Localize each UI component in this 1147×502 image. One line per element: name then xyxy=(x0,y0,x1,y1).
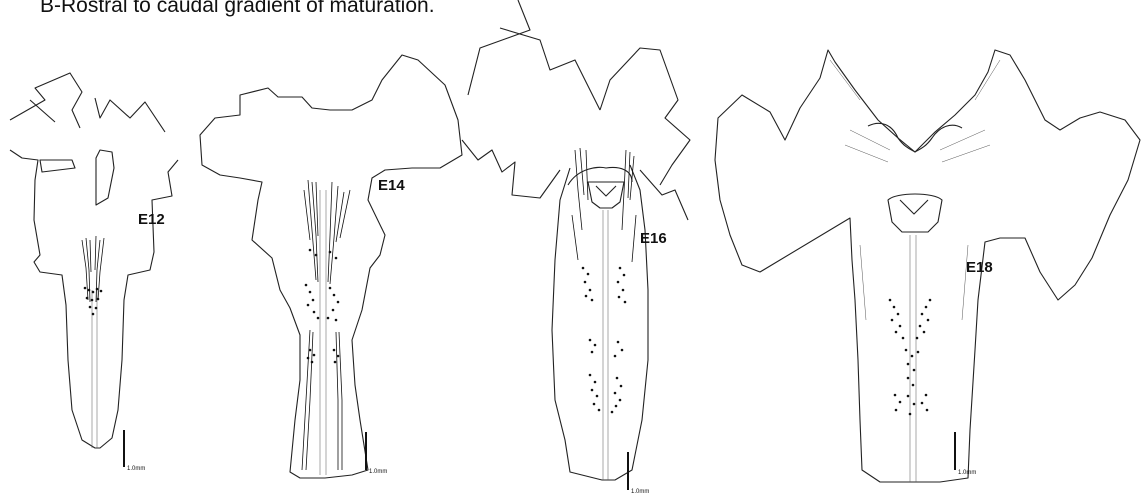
e18-outline xyxy=(715,50,1140,482)
e14-scale-label: 1.0mm xyxy=(369,469,387,475)
e12-scale-label: 1.0mm xyxy=(127,466,145,472)
panel-e14: E14 1.0mm xyxy=(200,55,462,478)
e18-stage-label: E18 xyxy=(966,259,993,276)
e18-scale-label: 1.0mm xyxy=(958,470,976,476)
panel-e18: E18 1.0mm xyxy=(715,50,1140,482)
figure-caption: B-Rostral to caudal gradient of maturati… xyxy=(40,0,435,18)
e12-upper-outline xyxy=(10,73,165,132)
e16-body-outline xyxy=(552,165,648,480)
e16-stage-label: E16 xyxy=(640,230,667,247)
e18-ventricle xyxy=(888,194,942,232)
e18-midline xyxy=(910,235,916,482)
e18-colliculi xyxy=(868,123,962,152)
e18-radial-fibers xyxy=(830,60,1000,320)
e12-stage-label: E12 xyxy=(138,211,165,228)
e12-neuron-dots xyxy=(84,287,103,316)
e14-neuron-dots xyxy=(305,249,340,364)
e14-midline xyxy=(320,190,326,475)
panel-e12: E12 1.0mm xyxy=(10,73,178,472)
e16-midline xyxy=(603,210,608,480)
e16-upper-outline xyxy=(462,0,690,220)
e12-body-outline xyxy=(10,150,178,448)
e16-scale-label: 1.0mm xyxy=(631,489,649,495)
e16-ventricle xyxy=(588,182,624,208)
e14-outline xyxy=(200,55,462,478)
panel-e16: E16 1.0mm xyxy=(462,0,690,495)
e14-stage-label: E14 xyxy=(378,177,405,194)
e16-fiber-bundle xyxy=(572,148,636,262)
e16-neuron-dots xyxy=(582,267,627,414)
